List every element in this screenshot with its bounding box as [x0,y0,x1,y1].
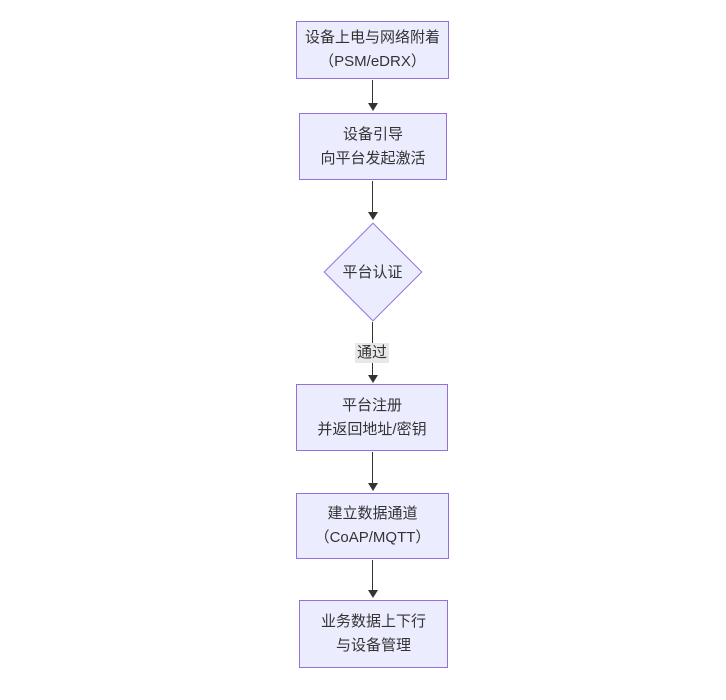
node-text-line: 业务数据上下行 [320,613,426,630]
edge-line [371,452,374,485]
node-text-line: 向平台发起激活 [320,149,426,167]
edge-line [371,181,374,214]
node-platform-register: 平台注册 并返回地址/密钥 [296,384,448,451]
edge-arrow-b-c [367,181,378,220]
arrowhead-icon [367,483,378,491]
node-text-line: 平台认证 [342,264,403,281]
node-text-line: （CoAP/MQTT） [314,529,431,546]
edge-label-pass: 通过 [354,343,390,363]
node-bootstrap-activate: 设备引导 向平台发起激活 [299,113,447,180]
edge-arrow-e-f [367,560,378,598]
arrowhead-icon [367,103,378,111]
node-business-data-mgmt: 业务数据上下行 与设备管理 [299,600,448,668]
edge-line [371,80,374,105]
arrowhead-icon [367,375,378,383]
edge-arrow-d-e [367,452,378,491]
node-device-power-attach: 设备上电与网络附着 （PSM/eDRX） [296,21,449,79]
node-text-line: 设备上电与网络附着 [304,29,440,46]
node-data-channel: 建立数据通道 （CoAP/MQTT） [296,493,449,559]
node-text-line: 并返回地址/密钥 [317,420,427,438]
node-text-line: 建立数据通道 [327,505,418,522]
arrowhead-icon [367,212,378,220]
arrowhead-icon [367,590,378,598]
decision-platform-auth: 平台认证 [323,222,422,321]
node-text-line: 设备引导 [342,125,403,143]
edge-arrow-a-b [367,80,378,111]
node-text-line: （PSM/eDRX） [319,53,426,70]
node-text-line: 与设备管理 [335,637,411,654]
node-text-line: 平台注册 [341,396,402,414]
edge-line [371,560,374,592]
